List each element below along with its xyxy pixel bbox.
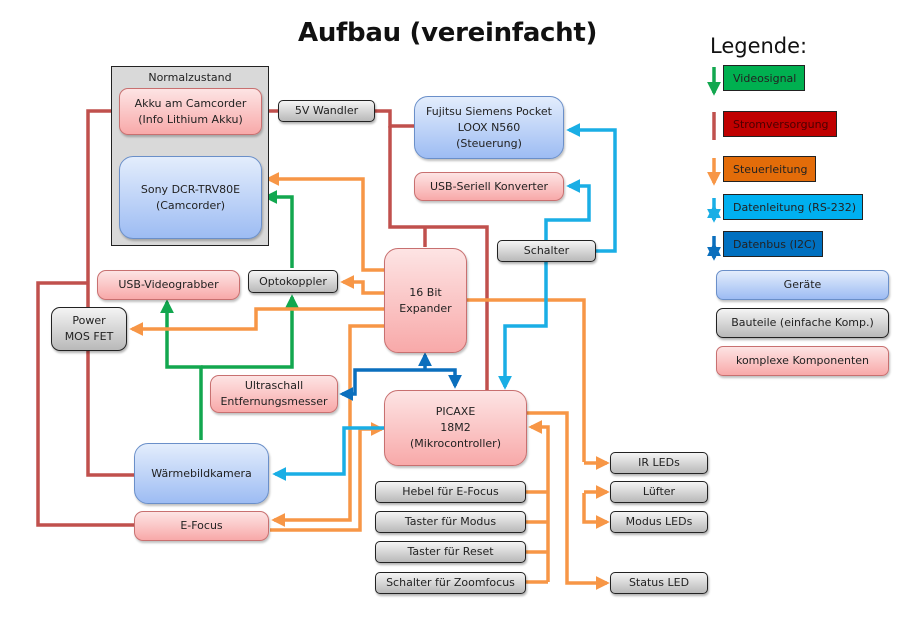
rs232-schalter-pocket: [566, 123, 617, 253]
legend-bauteile: Bauteile (einfache Komp.): [716, 308, 889, 338]
rs232-lines: [272, 123, 617, 481]
rs232-picaxe-waerme: [272, 426, 384, 481]
rs232-schalter-usbseriell: [544, 179, 591, 240]
rs232-schalter-picaxe: [498, 262, 548, 390]
video-optokoppler-camcorder: [263, 190, 294, 268]
node-ir-leds[interactable]: IR LEDs: [610, 452, 708, 474]
diagram-title: Aufbau (vereinfacht): [298, 18, 598, 48]
node-camcorder[interactable]: Sony DCR-TRV80E (Camcorder): [119, 156, 262, 239]
ctrl-expander-right: [467, 298, 586, 462]
ctrl-to-modus: [582, 493, 610, 529]
node-taster-modus[interactable]: Taster für Modus: [375, 511, 526, 533]
legend-title: Legende:: [710, 34, 808, 58]
node-waermebildkamera[interactable]: Wärmebildkamera: [134, 443, 269, 504]
node-pocket-pc[interactable]: Fujitsu Siemens Pocket LOOX N560 (Steuer…: [414, 96, 564, 159]
legend-komplexe-komponenten: komplexe Komponenten: [716, 346, 889, 376]
i2c-ultraschall: [339, 368, 425, 401]
node-usb-seriell[interactable]: USB-Seriell Konverter: [414, 172, 564, 201]
legend-datenbus: Datenbus (I2C): [723, 231, 823, 257]
power-akku-left: [86, 109, 134, 477]
power-mosfet-branch: [36, 281, 134, 527]
video-waerme-grabber: [160, 299, 203, 440]
node-status-led[interactable]: Status LED: [610, 572, 708, 594]
group-label: Normalzustand: [148, 71, 232, 84]
power-wandler-down: [388, 126, 489, 392]
legend-datenleitung: Datenleitung (RS-232): [723, 194, 863, 220]
node-akku[interactable]: Akku am Camcorder (Info Lithium Akku): [119, 88, 262, 135]
node-picaxe[interactable]: PICAXE 18M2 (Mikrocontroller): [384, 390, 527, 466]
legend-stromversorgung: Stromversorgung: [723, 111, 837, 137]
ctrl-expander-camcorder: [265, 172, 384, 272]
power-wandler-pocket: [375, 109, 414, 128]
video-waerme-opto: [201, 294, 299, 369]
node-efocus[interactable]: E-Focus: [134, 511, 269, 541]
power-lines: [36, 109, 489, 527]
node-schalter-zoomfocus[interactable]: Schalter für Zoomfocus: [375, 572, 526, 594]
node-modus-leds[interactable]: Modus LEDs: [610, 511, 708, 533]
node-5v-wandler[interactable]: 5V Wandler: [278, 100, 375, 122]
i2c-bus: [425, 368, 462, 389]
node-luefter[interactable]: Lüfter: [610, 481, 708, 503]
node-expander[interactable]: 16 Bit Expander: [384, 248, 467, 353]
ctrl-efocus-picaxe: [270, 422, 385, 532]
node-ultraschall[interactable]: Ultraschall Entfernungsmesser: [210, 375, 338, 413]
video-lines: [160, 190, 299, 440]
legend-videosignal: Videosignal: [723, 65, 805, 91]
i2c-lines: [339, 352, 462, 401]
node-optokoppler[interactable]: Optokoppler: [248, 270, 338, 293]
ctrl-expander-efocus: [271, 324, 384, 527]
node-usb-videograbber[interactable]: USB-Videograbber: [97, 270, 240, 300]
node-mosfet[interactable]: Power MOS FET: [51, 307, 127, 351]
legend-steuerleitung: Steuerleitung: [723, 156, 816, 182]
ctrl-expander-mosfet: [129, 307, 384, 336]
node-taster-reset[interactable]: Taster für Reset: [375, 541, 526, 563]
control-lines: [129, 172, 610, 590]
node-schalter[interactable]: Schalter: [497, 240, 596, 262]
ctrl-inputs-bus: [528, 420, 550, 582]
ctrl-picaxe-status: [527, 411, 610, 590]
ctrl-expander-opto: [340, 275, 384, 295]
legend-geraete: Geräte: [716, 270, 889, 300]
node-hebel-efocus[interactable]: Hebel für E-Focus: [375, 481, 526, 503]
